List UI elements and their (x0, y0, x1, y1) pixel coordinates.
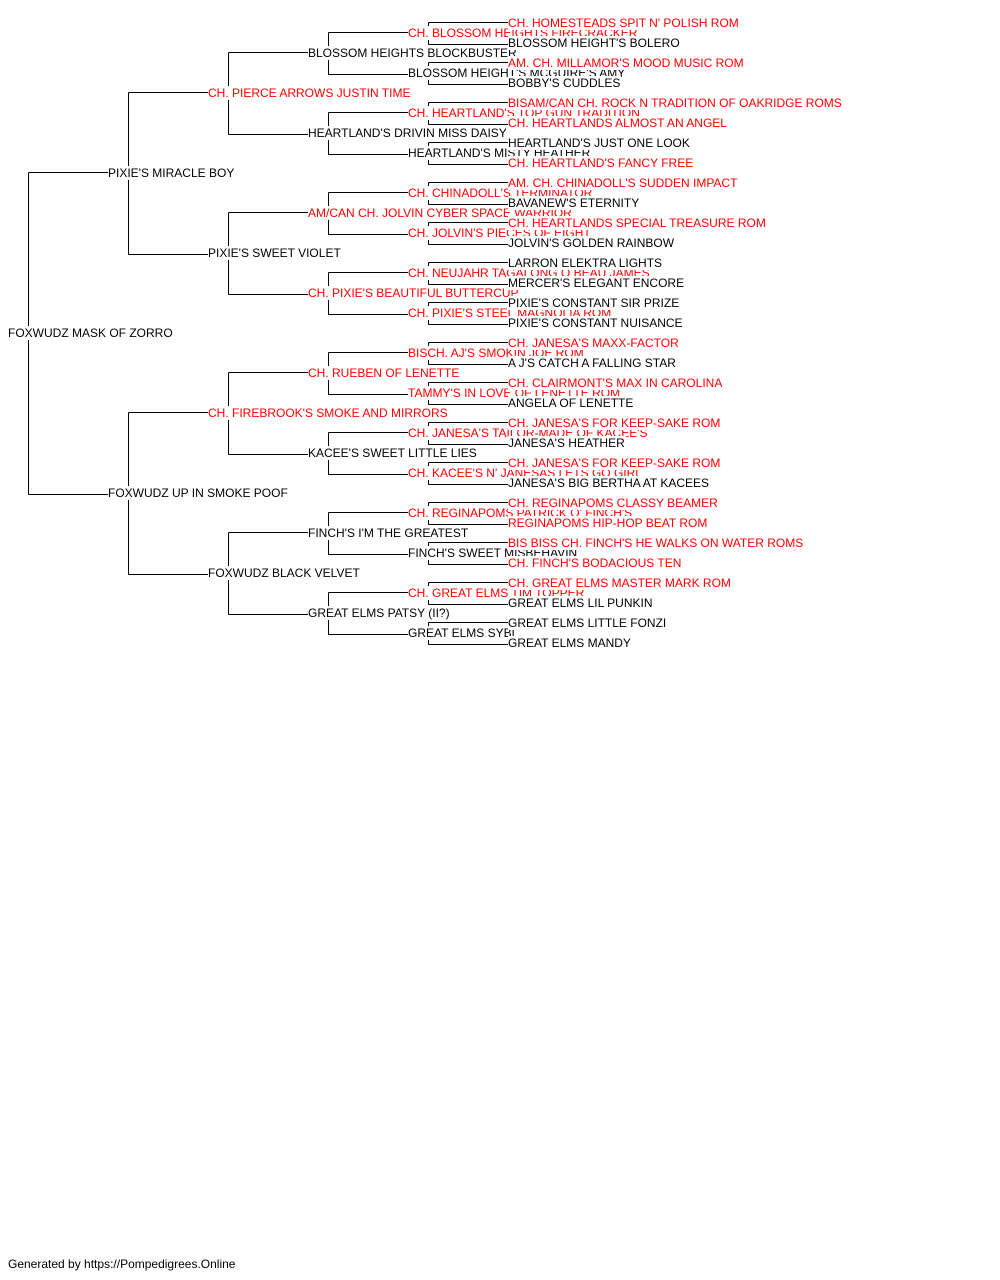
pedigree-node: FOXWUDZ MASK OF ZORRO (8, 326, 174, 340)
pedigree-node: JOLVIN'S GOLDEN RAINBOW (508, 236, 676, 250)
pedigree-node: FOXWUDZ BLACK VELVET (208, 566, 361, 580)
pedigree-node: BAVANEW'S ETERNITY (508, 196, 641, 210)
pedigree-node: FINCH'S I'M THE GREATEST (308, 526, 470, 540)
pedigree-node: GREAT ELMS SYBL (408, 626, 520, 640)
pedigree-node: BLOSSOM HEIGHTS BLOCKBUSTER (308, 46, 518, 60)
pedigree-node: LARRON ELEKTRA LIGHTS (508, 256, 664, 270)
pedigree-node: BIS BISS CH. FINCH'S HE WALKS ON WATER R… (508, 536, 805, 550)
pedigree-node: BISAM/CAN CH. ROCK N TRADITION OF OAKRID… (508, 96, 843, 110)
pedigree-node: CH. REGINAPOMS CLASSY BEAMER (508, 496, 719, 510)
pedigree-node: FOXWUDZ UP IN SMOKE POOF (108, 486, 289, 500)
pedigree-node: AM/CAN CH. JOLVIN CYBER SPACE WARRIOR (308, 206, 573, 220)
pedigree-node: BLOSSOM HEIGHT'S BOLERO (508, 36, 681, 50)
pedigree-node: JANESA'S BIG BERTHA AT KACEES (508, 476, 711, 490)
pedigree-node: HEARTLAND'S DRIVIN MISS DAISY (308, 126, 508, 140)
pedigree-node: CH. HOMESTEADS SPIT N' POLISH ROM (508, 16, 740, 30)
pedigree-node: PIXIE'S SWEET VIOLET (208, 246, 342, 260)
pedigree-node: CH. JANESA'S FOR KEEP-SAKE ROM (508, 456, 722, 470)
pedigree-node: CH. PIXIE'S BEAUTIFUL BUTTERCUP (308, 286, 520, 300)
pedigree-node: CH. JANESA'S FOR KEEP-SAKE ROM (508, 416, 722, 430)
pedigree-node: CH. RUEBEN OF LENETTE (308, 366, 461, 380)
pedigree-node: PIXIE'S CONSTANT NUISANCE (508, 316, 684, 330)
pedigree-node: CH. JANESA'S MAXX-FACTOR (508, 336, 680, 350)
pedigree-node: CH. HEARTLANDS ALMOST AN ANGEL (508, 116, 728, 130)
pedigree-node: CH. FINCH'S BODACIOUS TEN (508, 556, 683, 570)
pedigree-node: ANGELA OF LENETTE (508, 396, 635, 410)
pedigree-node: PIXIE'S MIRACLE BOY (108, 166, 236, 180)
pedigree-node: CH. HEARTLAND'S FANCY FREE (508, 156, 695, 170)
pedigree-node: GREAT ELMS LIL PUNKIN (508, 596, 654, 610)
pedigree-node: AM. CH. CHINADOLL'S SUDDEN IMPACT (508, 176, 739, 190)
pedigree-node: HEARTLAND'S JUST ONE LOOK (508, 136, 691, 150)
pedigree-node: GREAT ELMS LITTLE FONZI (508, 616, 668, 630)
footer-credit: Generated by https://Pompedigrees.Online (8, 1257, 236, 1271)
pedigree-node: CH. FIREBROOK'S SMOKE AND MIRRORS (208, 406, 449, 420)
pedigree-node: GREAT ELMS PATSY (II?) (308, 606, 451, 620)
pedigree-node: JANESA'S HEATHER (508, 436, 626, 450)
pedigree-node: KACEE'S SWEET LITTLE LIES (308, 446, 478, 460)
pedigree-node: REGINAPOMS HIP-HOP BEAT ROM (508, 516, 709, 530)
pedigree-node: CH. CLAIRMONT'S MAX IN CAROLINA (508, 376, 724, 390)
pedigree-node: A J'S CATCH A FALLING STAR (508, 356, 677, 370)
pedigree-node: AM. CH. MILLAMOR'S MOOD MUSIC ROM (508, 56, 745, 70)
pedigree-node: CH. GREAT ELMS MASTER MARK ROM (508, 576, 732, 590)
pedigree-node: GREAT ELMS MANDY (508, 636, 632, 650)
pedigree-node: BOBBY'S CUDDLES (508, 76, 622, 90)
pedigree-node: MERCER'S ELEGANT ENCORE (508, 276, 686, 290)
pedigree-node: PIXIE'S CONSTANT SIR PRIZE (508, 296, 681, 310)
pedigree-node: CH. HEARTLANDS SPECIAL TREASURE ROM (508, 216, 767, 230)
pedigree-node: CH. PIERCE ARROWS JUSTIN TIME (208, 86, 412, 100)
